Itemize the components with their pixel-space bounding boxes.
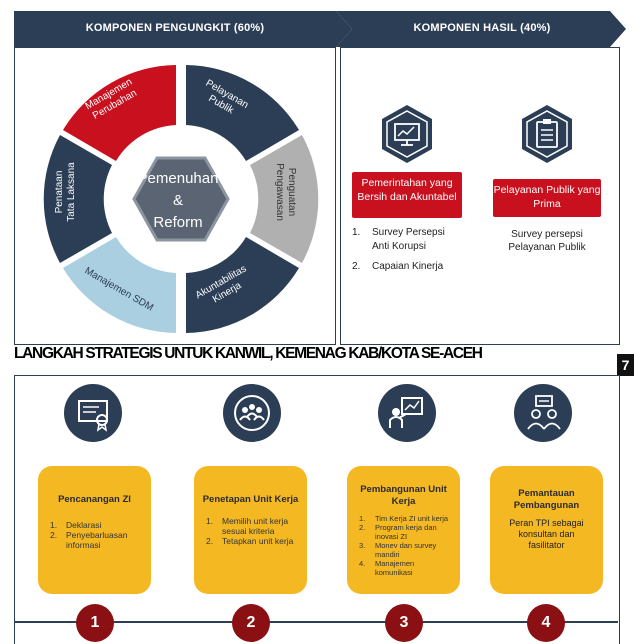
section-heading: LANGKAH STRATEGIS UNTUK KANWIL, KEMENAG … bbox=[14, 345, 483, 362]
page-tag: 7 bbox=[617, 354, 634, 376]
list-item: 1.Survey Persepsi bbox=[352, 227, 445, 238]
sector-penguatan-pengawasan bbox=[250, 135, 319, 263]
step-card-4: Pemantauan Pembangunan Peran TPI sebagai… bbox=[490, 466, 603, 594]
steps-panel bbox=[14, 375, 620, 644]
hasil-left-list: 1.Survey Persepsi Anti Korupsi 2.Capaian… bbox=[352, 226, 460, 274]
step-title: Penetapan Unit Kerja bbox=[202, 494, 299, 505]
step-card-1: Pencanangan ZI 1.Deklarasi 2.Penyebarlua… bbox=[38, 466, 151, 594]
clipboard-checklist-icon bbox=[522, 105, 572, 163]
reform-wheel bbox=[43, 65, 319, 333]
list-item: Anti Korupsi bbox=[372, 241, 426, 252]
step-title: Pembangunan Unit Kerja bbox=[360, 484, 447, 507]
banner-pengungkit-label: KOMPONEN PENGUNGKIT (60%) bbox=[85, 22, 265, 34]
list-item: 4.Manajemen komunikasi bbox=[359, 559, 415, 577]
list-item: 1.Tim Kerja ZI unit kerja bbox=[359, 514, 449, 523]
sector-manajemen-perubahan bbox=[63, 65, 176, 161]
list-item: 2.Penyebarluasan informasi bbox=[50, 530, 128, 550]
step-card-3: Pembangunan Unit Kerja 1.Tim Kerja ZI un… bbox=[347, 466, 460, 594]
team-target-icon bbox=[223, 384, 281, 442]
list-item: 1.Memilih unit kerja sesuai kriteria bbox=[206, 516, 289, 536]
center-hexagon bbox=[132, 156, 230, 242]
banner-hasil bbox=[336, 11, 626, 47]
sector-akuntabilitas-kinerja bbox=[186, 237, 299, 333]
sector-pelayanan-publik bbox=[186, 65, 299, 161]
step-number-3: 3 bbox=[385, 604, 423, 642]
sector-manajemen-sdm bbox=[63, 237, 176, 333]
step-title: Pemantauan Pembangunan bbox=[513, 488, 580, 511]
sector-label-penguatan-pengawasan: Penguatan Pengawasan bbox=[273, 163, 297, 221]
list-item: 2.Tetapkan unit kerja bbox=[206, 536, 294, 546]
step-list: 1.Tim Kerja ZI unit kerja 2.Program kerj… bbox=[359, 514, 452, 577]
monitor-chart-icon bbox=[382, 105, 432, 163]
step-title: Pencanangan ZI bbox=[58, 494, 131, 505]
banner-hasil-label: KOMPONEN HASIL (40%) bbox=[413, 22, 551, 34]
step-desc: Peran TPI sebagai konsultan dan fasilita… bbox=[509, 518, 584, 550]
step-card-2: Penetapan Unit Kerja 1.Memilih unit kerj… bbox=[194, 466, 307, 594]
list-item: 2.Capaian Kinerja bbox=[352, 261, 444, 272]
list-item: 1.Deklarasi bbox=[50, 520, 102, 530]
center-label: Pemenuhan & Reform bbox=[137, 170, 219, 231]
step-list: 1.Deklarasi 2.Penyebarluasan informasi bbox=[50, 520, 143, 550]
sector-label-penataan-tata-laksana: Penataan Tata Laksana bbox=[53, 162, 77, 222]
sector-penataan-tata-laksana bbox=[43, 135, 112, 263]
step-number-1: 1 bbox=[76, 604, 114, 642]
certificate-icon bbox=[64, 384, 122, 442]
presentation-icon bbox=[378, 384, 436, 442]
step-list: 1.Memilih unit kerja sesuai kriteria 2.T… bbox=[206, 516, 299, 546]
step-number-2: 2 bbox=[232, 604, 270, 642]
step-number-4: 4 bbox=[527, 604, 565, 642]
hasil-right-title: Pelayanan Publik yang Prima bbox=[493, 179, 601, 217]
hasil-right-desc: Survey persepsi Pelayanan Publik bbox=[508, 229, 586, 253]
hasil-left-title: Pemerintahan yang Bersih dan Akuntabel bbox=[352, 172, 462, 218]
steps-timeline bbox=[14, 621, 618, 623]
consultants-icon bbox=[514, 384, 572, 442]
list-item: 2.Program kerja dan inovasi ZI bbox=[359, 523, 437, 541]
list-item: 3.Monev dan survey mandiri bbox=[359, 541, 437, 559]
banner-pengungkit bbox=[14, 11, 352, 47]
